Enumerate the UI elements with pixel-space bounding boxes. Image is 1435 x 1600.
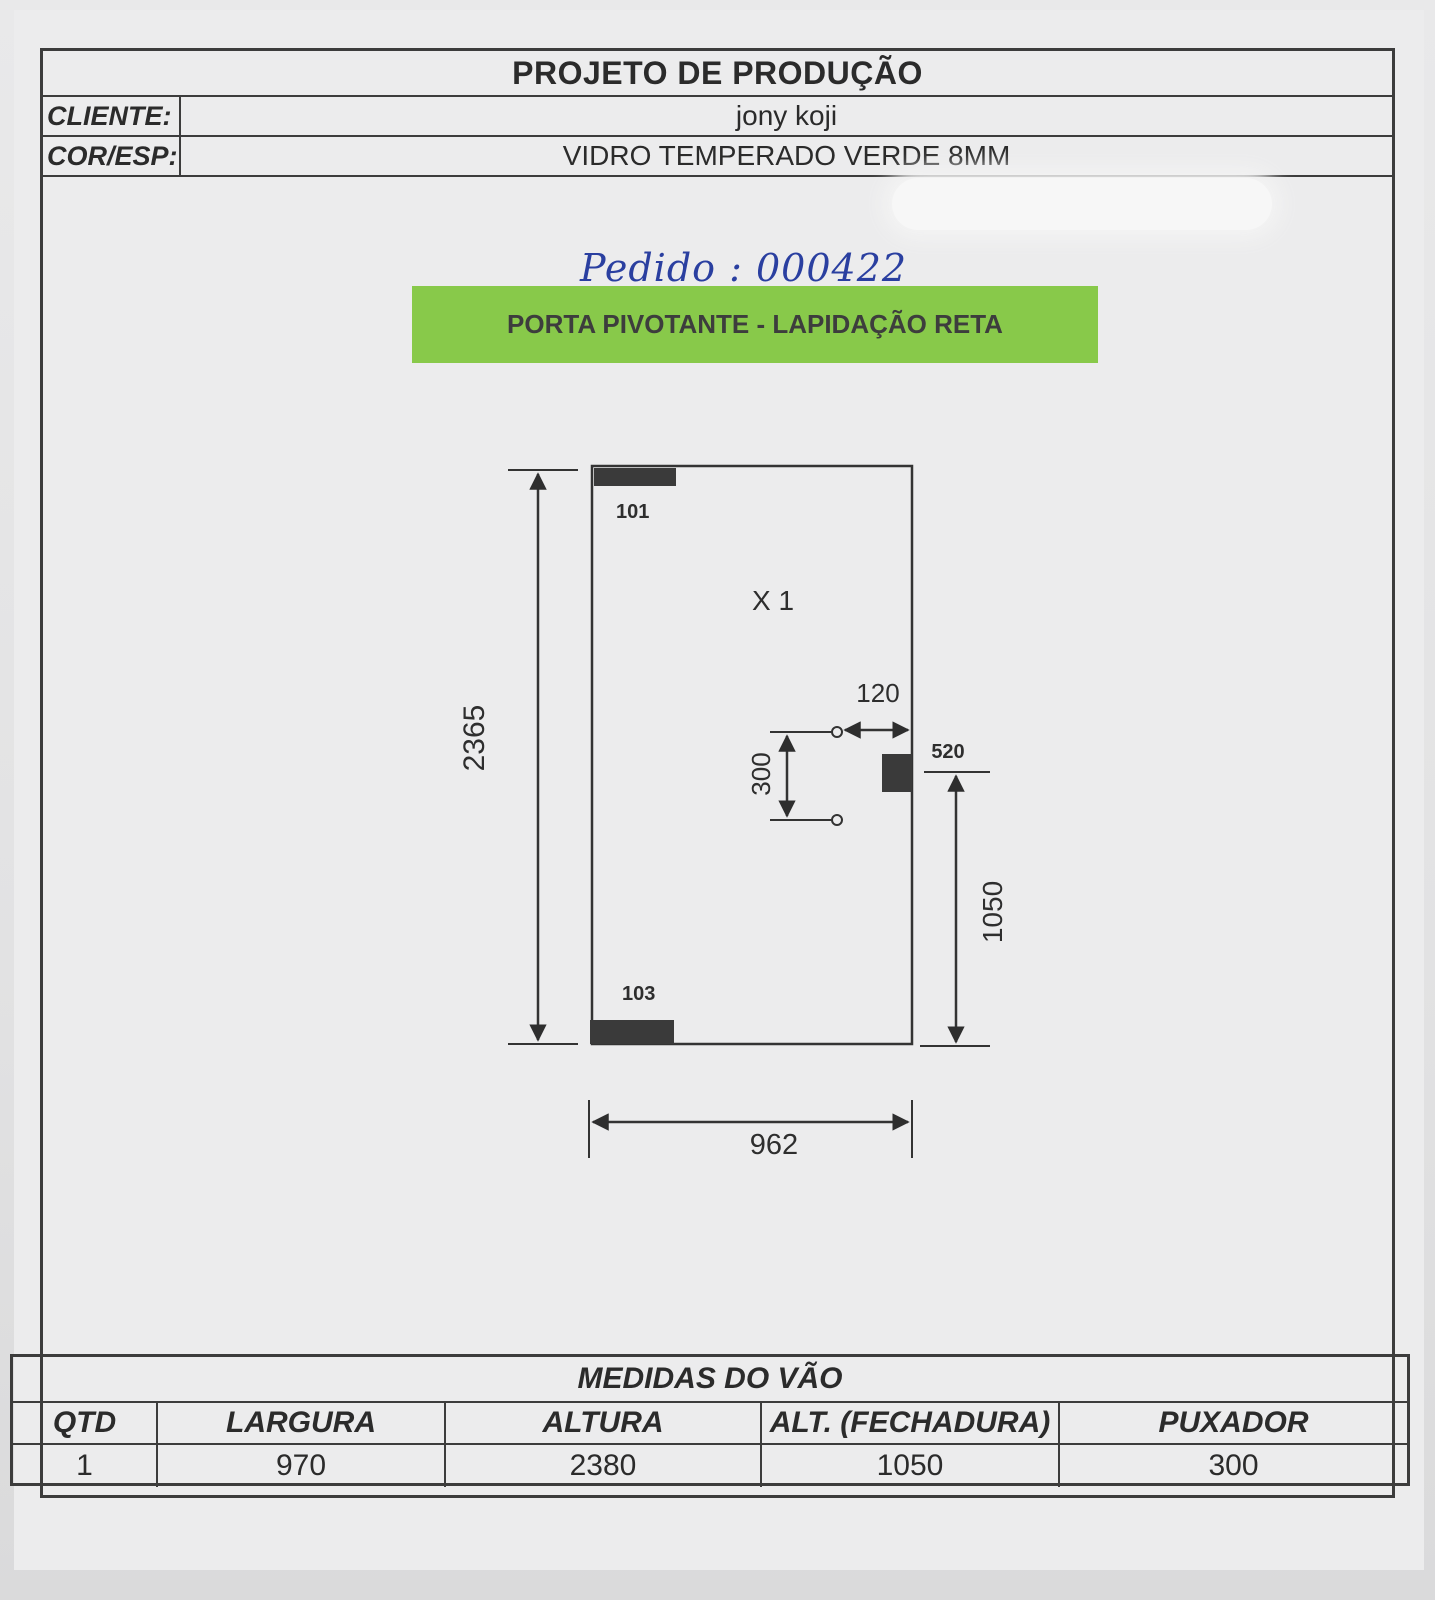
header-puxador: PUXADOR <box>1158 1406 1309 1439</box>
width-dimension-label: 962 <box>750 1129 798 1161</box>
product-banner: PORTA PIVOTANTE - LAPIDAÇÃO RETA <box>412 286 1098 363</box>
color-row: COR/ESP: VIDRO TEMPERADO VERDE 8MM <box>43 137 1392 177</box>
handwritten-order-note: Pedido : 000422 <box>580 246 908 290</box>
header-alt-fechadura: ALT. (FECHADURA) <box>762 1403 1060 1443</box>
value-alt-fechadura: 1050 <box>762 1445 1060 1487</box>
value-qtd: 1 <box>13 1445 158 1487</box>
header-qtd: QTD <box>13 1403 158 1443</box>
top-pivot-label: 101 <box>616 501 649 523</box>
handle-hole-bottom <box>831 814 843 826</box>
lock-block <box>882 754 912 792</box>
bottom-pivot-fitting <box>590 1020 674 1044</box>
table-header-row: QTD LARGURA ALTURA ALT. (FECHADURA) PUXA… <box>13 1403 1407 1445</box>
client-label: CLIENTE: <box>43 97 181 135</box>
table-row: 1 970 2380 1050 300 <box>13 1445 1407 1487</box>
lock-code-label: 520 <box>931 741 964 763</box>
production-form: PROJETO DE PRODUÇÃO CLIENTE: jony koji C… <box>40 48 1395 1498</box>
header-altura: ALTURA <box>446 1403 762 1443</box>
bottom-pivot-label: 103 <box>622 983 655 1005</box>
value-largura: 970 <box>158 1445 446 1487</box>
handle-length-label: 300 <box>746 752 776 795</box>
opening-measures-table: MEDIDAS DO VÃO QTD LARGURA ALTURA ALT. (… <box>10 1354 1410 1487</box>
paper-sheet <box>14 10 1424 1570</box>
header-largura: LARGURA <box>158 1403 446 1443</box>
lock-height-label: 1050 <box>977 881 1008 943</box>
client-row: CLIENTE: jony koji <box>43 97 1392 137</box>
color-value: VIDRO TEMPERADO VERDE 8MM <box>562 140 1011 171</box>
form-title: PROJETO DE PRODUÇÃO <box>43 51 1392 97</box>
color-label: COR/ESP: <box>43 137 181 175</box>
value-altura: 2380 <box>446 1445 762 1487</box>
height-dimension-label: 2365 <box>458 705 491 772</box>
client-value: jony koji <box>735 100 838 131</box>
handle-offset-label: 120 <box>856 678 899 708</box>
handle-hole-top <box>831 726 843 738</box>
table-title: MEDIDAS DO VÃO <box>13 1357 1407 1403</box>
quantity-label: X 1 <box>752 585 794 616</box>
top-pivot-fitting <box>594 468 676 486</box>
redacted-stamp <box>892 178 1272 230</box>
value-puxador: 300 <box>1208 1449 1259 1482</box>
